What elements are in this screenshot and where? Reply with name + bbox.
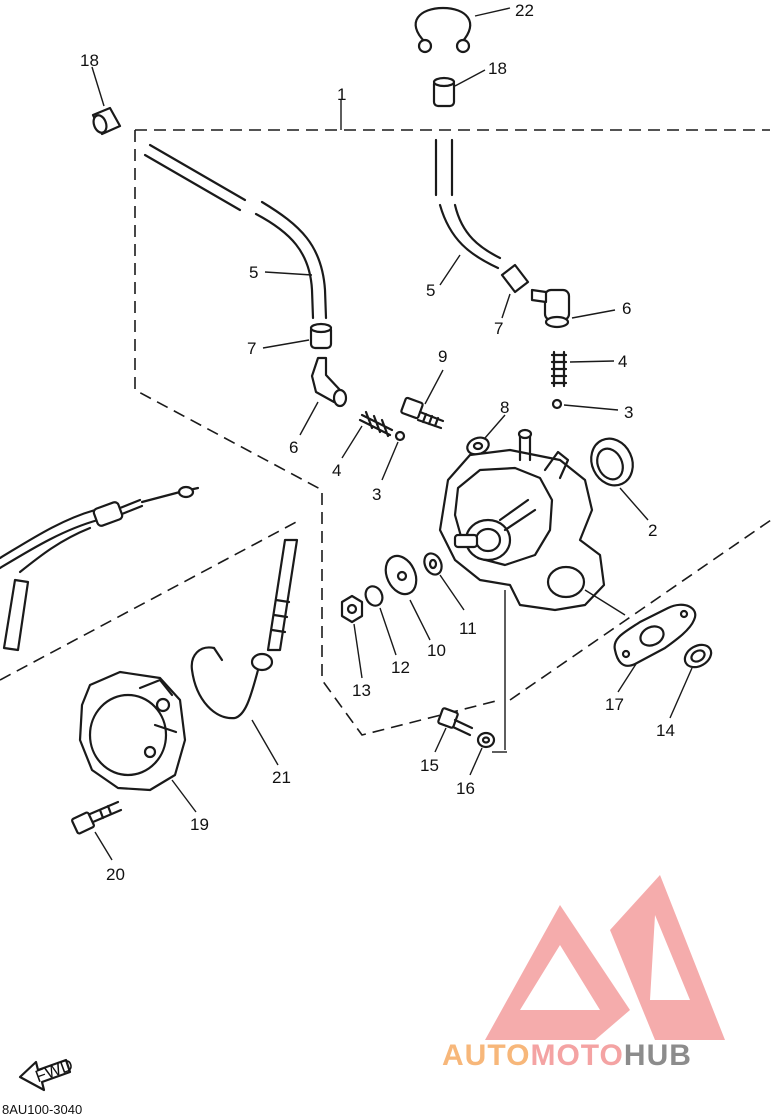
watermark-hub: HUB [624, 1039, 692, 1072]
watermark-auto: AUTO [442, 1039, 530, 1072]
part-22-clip [414, 6, 511, 54]
part-8-washer [466, 414, 506, 456]
callout-7: 7 [494, 319, 503, 338]
callout-7: 7 [247, 339, 256, 358]
callout-18: 18 [80, 51, 99, 70]
callout-labels: 22 18 18 1 5 5 7 7 6 6 4 4 3 3 9 8 2 10 … [33, 1, 675, 1086]
part-7-joint-left [262, 322, 333, 350]
part-18-grommet-top [432, 69, 486, 108]
svg-text:AUTOMOTOHUB: AUTOMOTOHUB [442, 1039, 692, 1072]
callout-6: 6 [289, 438, 298, 457]
part-11-washer [423, 552, 465, 611]
part-16-washer [469, 731, 496, 776]
callout-9: 9 [438, 347, 447, 366]
callout-19: 19 [190, 815, 209, 834]
watermark-triangle-mark [485, 875, 725, 1040]
pump-cable [0, 485, 200, 652]
part-15-bolt [434, 707, 474, 753]
callout-5: 5 [249, 263, 258, 282]
callout-1: 1 [337, 85, 346, 104]
callout-21: 21 [272, 768, 291, 787]
part-6-fitting-left [299, 356, 348, 436]
part-21-lead-wire [190, 538, 299, 766]
part-14-oring [669, 643, 713, 719]
part-13-nut [340, 594, 364, 679]
diagram-code: 8AU100-3040 [2, 1102, 83, 1117]
part-5-hose-left [143, 143, 328, 320]
callout-14: 14 [656, 721, 675, 740]
callout-6: 6 [622, 299, 631, 318]
callout-22: 22 [515, 1, 534, 20]
part-12-lockwasher [364, 585, 397, 656]
callout-4: 4 [332, 461, 341, 480]
part-10-plate [384, 554, 431, 641]
callout-18: 18 [488, 59, 507, 78]
part-20-bolt [71, 800, 123, 861]
callout-17: 17 [605, 695, 624, 714]
watermark-logo: AUTOMOTOHUB [442, 875, 725, 1072]
part-7-joint-right [500, 263, 530, 319]
part-4-spring-right [550, 350, 615, 388]
callout-16: 16 [456, 779, 475, 798]
part-2-oil-seal [590, 437, 649, 521]
part-17-gasket [613, 603, 697, 693]
callout-5: 5 [426, 281, 435, 300]
part-4-spring-left [341, 410, 394, 459]
callout-11: 11 [459, 619, 477, 638]
part-3-ball-left [381, 430, 406, 481]
callout-13: 13 [352, 681, 371, 700]
callout-8: 8 [500, 398, 509, 417]
callout-15: 15 [420, 756, 439, 775]
callout-3: 3 [372, 485, 381, 504]
oil-pump-body [438, 428, 626, 753]
callout-10: 10 [427, 641, 446, 660]
callout-20: 20 [106, 865, 125, 884]
part-3-ball-right [551, 398, 619, 411]
callout-12: 12 [391, 658, 410, 677]
fwd-arrow-icon [18, 1058, 72, 1092]
fwd-label: FWD [33, 1055, 76, 1086]
part-5-hose-right [434, 138, 502, 286]
part-18-grommet-left [91, 66, 122, 136]
callout-3: 3 [624, 403, 633, 422]
callout-4: 4 [618, 352, 627, 371]
part-19-cover [78, 670, 197, 813]
watermark-moto: MOTO [530, 1039, 623, 1072]
part-6-fitting-right [530, 288, 616, 329]
part-9-bolt [400, 369, 445, 430]
callout-2: 2 [648, 521, 657, 540]
